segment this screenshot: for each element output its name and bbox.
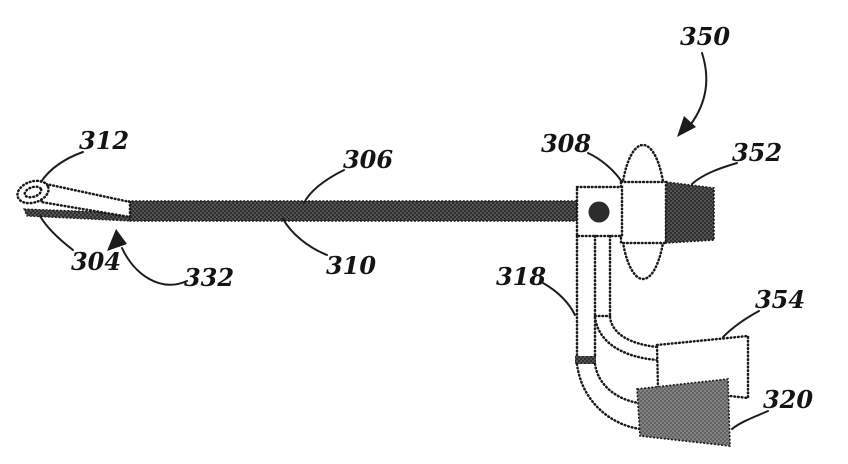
leader-308 [587, 152, 623, 183]
hub-port-circle [588, 201, 610, 223]
dark-end-block [665, 181, 715, 244]
lower-plate [636, 378, 731, 447]
loop-electrode [16, 179, 50, 205]
ref-320: 320 [763, 385, 813, 414]
catheter-shaft [127, 200, 578, 222]
ref-350: 350 [680, 22, 730, 51]
leader-310 [282, 218, 328, 256]
leader-318 [542, 282, 576, 316]
leader-320 [731, 410, 769, 430]
balloon-band [619, 180, 668, 245]
leader-306 [303, 169, 345, 204]
tube-assembly [575, 234, 659, 431]
ref-304: 304 [71, 247, 121, 276]
ref-306: 306 [343, 145, 393, 174]
leader-304 [39, 215, 74, 251]
arrow-332 [107, 229, 188, 286]
leader-312 [40, 151, 84, 183]
ref-312: 312 [79, 126, 129, 155]
ref-332: 332 [184, 263, 234, 292]
ref-308: 308 [541, 129, 591, 158]
ref-318: 318 [496, 262, 546, 291]
leader-352 [691, 162, 738, 185]
arrow-350 [677, 52, 708, 137]
leader-354 [722, 310, 760, 338]
tube-bend-marker [575, 356, 596, 364]
ref-352: 352 [732, 138, 782, 167]
ref-354: 354 [755, 285, 805, 314]
ref-310: 310 [326, 251, 376, 280]
